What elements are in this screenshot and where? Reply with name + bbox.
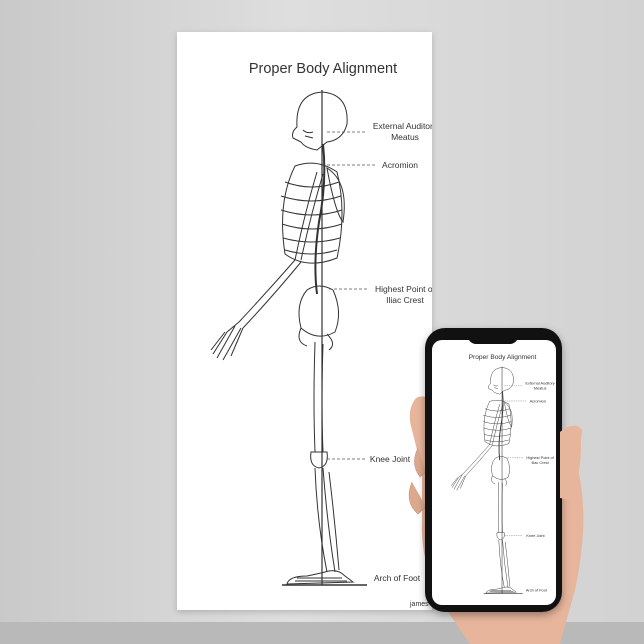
label-acromion: Acromion (382, 160, 418, 170)
phone-skeleton-illustration (450, 366, 527, 594)
label-ear-2: Meatus (391, 132, 419, 142)
phone-notch (468, 334, 518, 344)
poster: Proper Body Alignment External Auditory … (177, 32, 432, 610)
phone-label-acromion: Acromion (530, 398, 546, 403)
phone-label-ear-1: External Auditory (525, 380, 554, 385)
phone-screen: Proper Body Alignment External Auditory … (432, 340, 556, 605)
label-ear-1: External Auditory (373, 121, 432, 131)
label-iliac-2: Iliac Crest (386, 295, 424, 305)
phone-label-iliac-1: Highest Point of (526, 455, 554, 460)
phone-label-foot: Arch of Foot (526, 588, 548, 593)
phone-label-knee: Knee Joint (526, 533, 545, 538)
phone-poster-title: Proper Body Alignment (469, 354, 537, 361)
phone-label-ear-2: Meatus (534, 386, 547, 391)
phone-label-iliac-2: Iliac Crest (531, 460, 549, 465)
watermark: james (409, 601, 429, 608)
label-iliac-1: Highest Point of (375, 284, 432, 294)
phone: Proper Body Alignment External Auditory … (425, 328, 562, 612)
label-foot: Arch of Foot (374, 573, 421, 583)
label-knee: Knee Joint (370, 454, 411, 464)
poster-title: Proper Body Alignment (249, 61, 397, 77)
